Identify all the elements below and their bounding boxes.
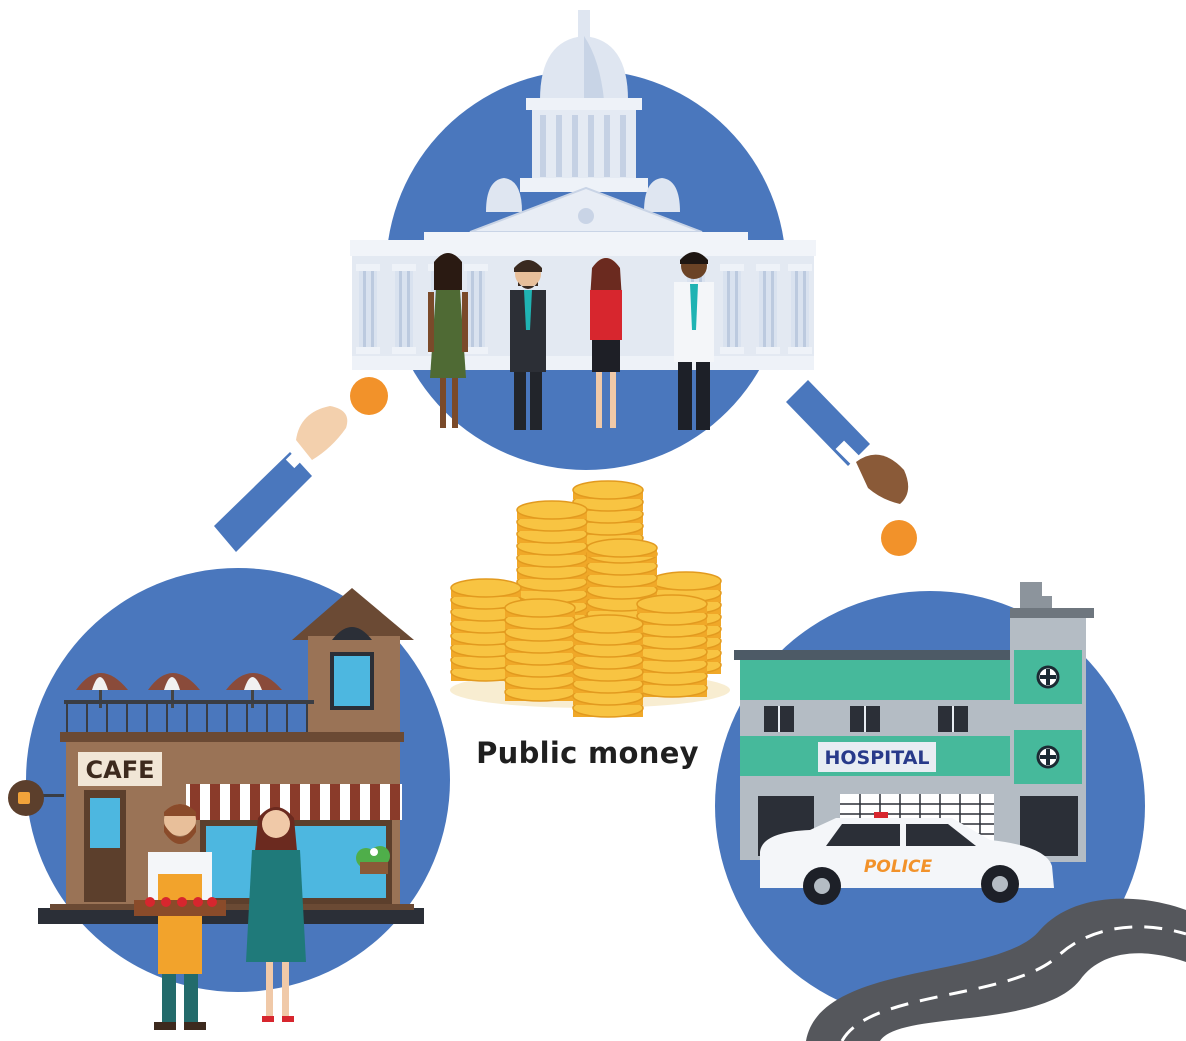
police-car-icon: POLICE — [760, 812, 1054, 905]
coin-orange-icon — [350, 377, 388, 415]
hand-with-coin-right-icon — [786, 380, 917, 556]
umbrella-icon — [148, 673, 200, 708]
coin-orange-icon — [881, 520, 917, 556]
hospital-sign — [818, 742, 936, 772]
cafe-sign — [78, 752, 162, 786]
cafe-group: CAFE — [8, 568, 450, 1030]
public-money-caption: Public money — [476, 736, 699, 770]
shopkeeper-icon — [134, 804, 226, 1030]
official-man-white-shirt-icon — [674, 252, 714, 430]
cafe-sign-label: CAFE — [86, 756, 155, 784]
official-woman-green-icon — [428, 253, 468, 428]
government-group — [350, 10, 816, 470]
official-man-suit-icon — [510, 260, 546, 430]
hospital-sign-label: HOSPITAL — [824, 747, 929, 769]
road-icon — [806, 898, 1186, 1041]
umbrella-icon — [226, 673, 282, 708]
umbrella-icon — [76, 673, 128, 708]
police-car-label: POLICE — [864, 857, 933, 877]
coin-stacks-icon — [450, 480, 730, 718]
flower-basket-icon — [356, 846, 390, 874]
cafe-building-icon: CAFE — [8, 588, 424, 924]
hospital-group: HOSPITAL POLICE — [715, 582, 1186, 1041]
customer-woman-icon — [246, 807, 306, 1022]
official-woman-red-icon — [590, 258, 622, 428]
hand-with-coin-left-icon — [214, 377, 388, 552]
hospital-building-icon: HOSPITAL — [734, 582, 1094, 862]
